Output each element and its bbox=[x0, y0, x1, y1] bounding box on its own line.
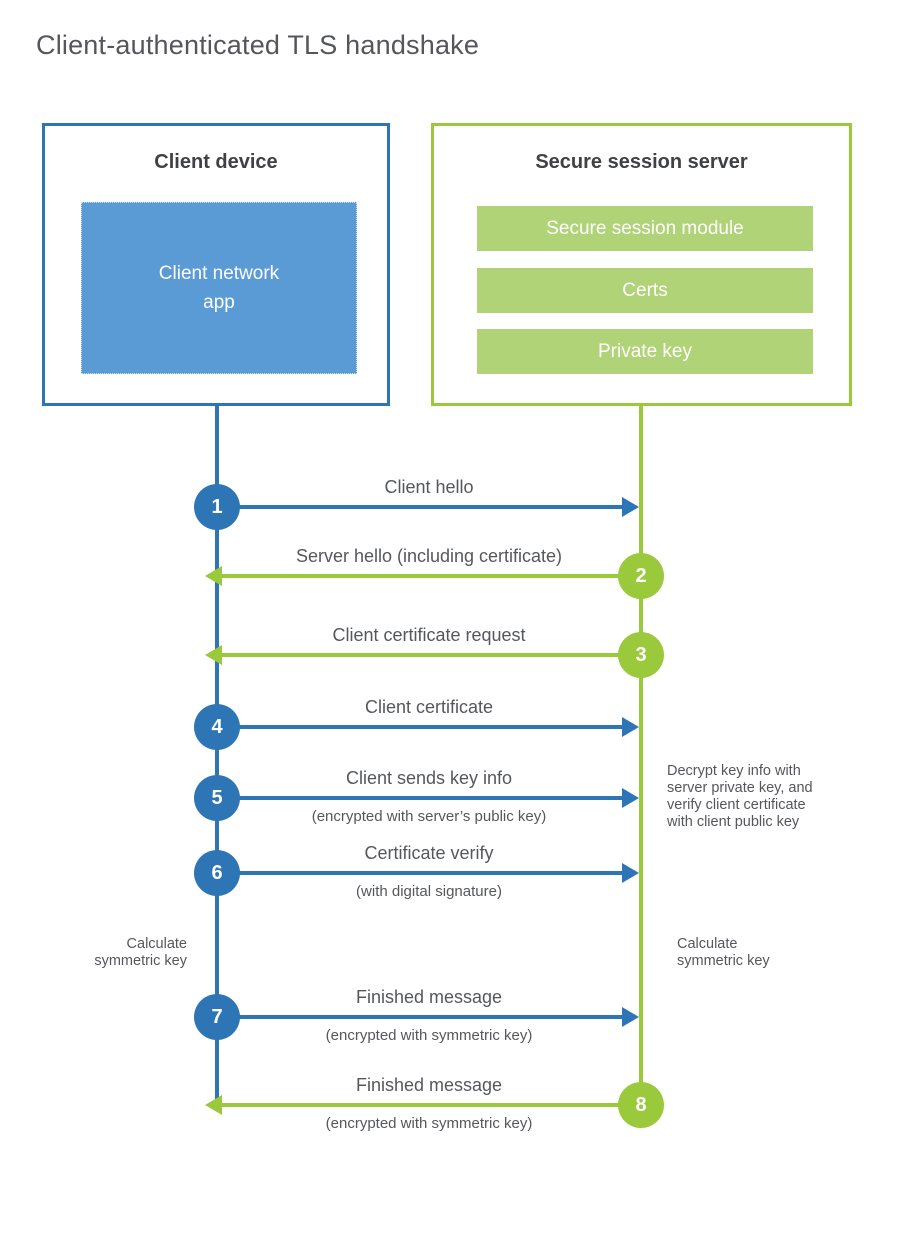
step-4-arrowhead-icon bbox=[622, 717, 639, 737]
step-7-sublabel: (encrypted with symmetric key) bbox=[325, 1027, 533, 1044]
step-7-label: Finished message bbox=[355, 987, 503, 1007]
step-7-arrowhead-icon bbox=[622, 1007, 639, 1027]
step-7-arrow bbox=[217, 1015, 624, 1019]
step-8-sublabel: (encrypted with symmetric key) bbox=[325, 1115, 533, 1132]
step-4-label: Client certificate bbox=[364, 697, 494, 717]
step-1-label: Client hello bbox=[384, 477, 474, 497]
step-4-number-badge: 4 bbox=[194, 704, 240, 750]
client-device-box: Client device Client network app bbox=[42, 123, 390, 406]
step-5-sublabel: (encrypted with server’s public key) bbox=[311, 808, 547, 825]
server-module-secure-session: Secure session module bbox=[477, 206, 813, 251]
step-3-label: Client certificate request bbox=[332, 625, 526, 645]
step-2-label: Server hello (including certificate) bbox=[295, 546, 563, 566]
step-1-arrow bbox=[217, 505, 624, 509]
step-5-label: Client sends key info bbox=[345, 768, 513, 788]
calculate-symmetric-key-note-server: Calculate symmetric key bbox=[677, 936, 770, 969]
page-title: Client-authenticated TLS handshake bbox=[36, 30, 480, 60]
step-3-arrow bbox=[222, 653, 641, 657]
step-2-arrow bbox=[222, 574, 641, 578]
step-5-number-badge: 5 bbox=[194, 775, 240, 821]
step-6-label: Certificate verify bbox=[364, 843, 494, 863]
step-8-number-badge: 8 bbox=[618, 1082, 664, 1128]
client-network-app-box: Client network app bbox=[81, 202, 357, 374]
server-lifeline bbox=[639, 404, 643, 1106]
step-6-number-badge: 6 bbox=[194, 850, 240, 896]
step-5-arrowhead-icon bbox=[622, 788, 639, 808]
step-2-number-badge: 2 bbox=[618, 553, 664, 599]
step-6-sublabel: (with digital signature) bbox=[356, 883, 502, 900]
decrypt-key-info-note: Decrypt key info with server private key… bbox=[667, 763, 813, 830]
step-3-arrowhead-icon bbox=[205, 645, 222, 665]
server-module-certs: Certs bbox=[477, 268, 813, 313]
step-8-arrowhead-icon bbox=[205, 1095, 222, 1115]
step-4-arrow bbox=[217, 725, 624, 729]
server-module-private-key: Private key bbox=[477, 329, 813, 374]
step-3-number-badge: 3 bbox=[618, 632, 664, 678]
step-8-arrow bbox=[222, 1103, 641, 1107]
step-5-arrow bbox=[217, 796, 624, 800]
step-7-number-badge: 7 bbox=[194, 994, 240, 1040]
step-1-arrowhead-icon bbox=[622, 497, 639, 517]
client-device-title: Client device bbox=[154, 151, 278, 173]
secure-session-server-box: Secure session server Secure session mod… bbox=[431, 123, 852, 406]
step-1-number-badge: 1 bbox=[194, 484, 240, 530]
secure-session-server-title: Secure session server bbox=[535, 151, 748, 173]
client-lifeline bbox=[215, 404, 219, 1107]
step-6-arrowhead-icon bbox=[622, 863, 639, 883]
step-8-label: Finished message bbox=[355, 1075, 503, 1095]
step-6-arrow bbox=[217, 871, 624, 875]
step-2-arrowhead-icon bbox=[205, 566, 222, 586]
calculate-symmetric-key-note-client: Calculate symmetric key bbox=[94, 936, 187, 969]
